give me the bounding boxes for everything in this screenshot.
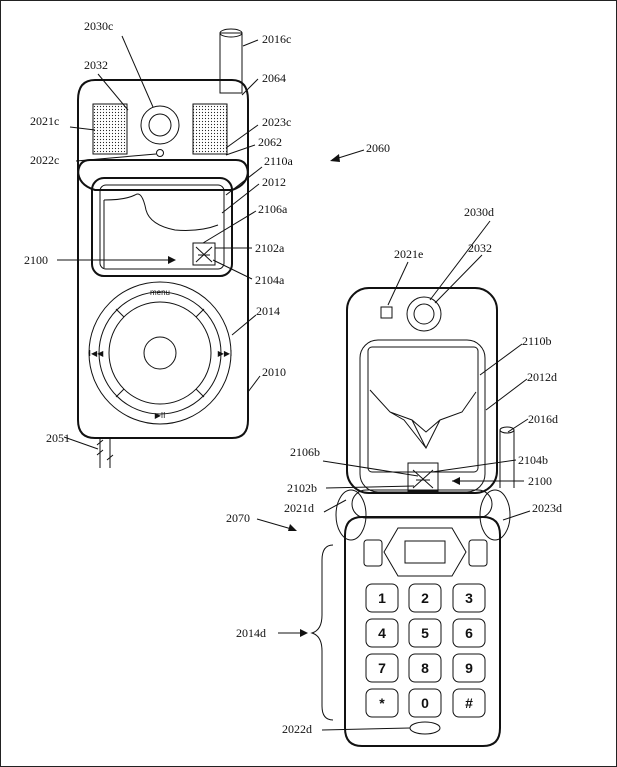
key-label: 9: [465, 660, 473, 676]
wheel-play-label: ▶II: [155, 411, 166, 420]
label-2021e: 2021e: [394, 247, 423, 261]
label-2106b: 2106b: [290, 445, 320, 459]
speaker-2021d: [335, 489, 367, 541]
display-bezel-2110b: [359, 339, 486, 493]
label-2070: 2070: [226, 511, 250, 525]
label-2022c: 2022c: [30, 153, 59, 167]
label-2010: 2010: [262, 365, 286, 379]
sensor-2021e: [380, 306, 393, 319]
key-label: 6: [465, 625, 473, 641]
label-2030c: 2030c: [84, 19, 113, 33]
device-2060: menu ▶II I◀◀ ▶▶I: [77, 28, 249, 468]
key-label: 2: [421, 590, 429, 606]
label-2032-bottom: 2032: [468, 241, 492, 255]
wheel-prev-label: I◀◀: [89, 349, 104, 358]
icon-2100b: [407, 462, 439, 492]
display-bezel: [91, 177, 233, 277]
label-2060: 2060: [366, 141, 390, 155]
cable-2051: [96, 438, 114, 468]
key-label: 5: [421, 625, 429, 641]
key-6[interactable]: [365, 653, 399, 683]
label-2016c: 2016c: [262, 32, 291, 46]
click-wheel-2014[interactable]: [88, 281, 232, 425]
key-label: 3: [465, 590, 473, 606]
label-2021d: 2021d: [284, 501, 314, 515]
key-label: 1: [378, 590, 386, 606]
soft-key-right[interactable]: [468, 539, 488, 567]
label-2023c: 2023c: [262, 115, 291, 129]
key-label: #: [465, 695, 473, 711]
main-housing-2010: [77, 159, 249, 439]
mic-2022d: [409, 721, 441, 735]
camera-2030c: [140, 105, 180, 145]
display-2012: [99, 184, 225, 270]
antenna-2016d: [499, 430, 515, 488]
label-2064: 2064: [262, 71, 286, 85]
key-4[interactable]: [408, 618, 442, 648]
key-8[interactable]: [452, 653, 486, 683]
flip-lid: [346, 287, 498, 494]
label-2100-bottom: 2100: [528, 474, 552, 488]
label-2022d: 2022d: [282, 722, 312, 736]
label-2014d: 2014d: [236, 626, 266, 640]
nav-pad[interactable]: [383, 527, 467, 577]
key-label: 0: [421, 695, 429, 711]
reference-labels: 2030c 2032 2016c 2064 2021c 2023c 2062 2…: [24, 19, 562, 736]
label-2110a: 2110a: [264, 154, 294, 168]
key-label: *: [379, 695, 385, 711]
leader-lines-left: [57, 35, 365, 450]
key-11[interactable]: [452, 688, 486, 718]
label-2023d: 2023d: [532, 501, 562, 515]
label-2110b: 2110b: [522, 334, 552, 348]
speaker-right: [192, 103, 228, 155]
soft-key-left[interactable]: [363, 539, 383, 567]
label-2104a: 2104a: [255, 273, 285, 287]
speaker-2023d: [479, 489, 511, 541]
key-2[interactable]: [452, 583, 486, 613]
hinge: [351, 489, 493, 519]
label-2051: 2051: [46, 431, 70, 445]
key-10[interactable]: [408, 688, 442, 718]
key-0[interactable]: [365, 583, 399, 613]
label-2021c: 2021c: [30, 114, 59, 128]
label-2102b: 2102b: [287, 481, 317, 495]
label-2032-top: 2032: [84, 58, 108, 72]
key-label: 7: [378, 660, 386, 676]
label-2062: 2062: [258, 135, 282, 149]
key-9[interactable]: [365, 688, 399, 718]
label-2106a: 2106a: [258, 202, 288, 216]
key-7[interactable]: [408, 653, 442, 683]
label-2104b: 2104b: [518, 453, 548, 467]
key-1[interactable]: [408, 583, 442, 613]
key-3[interactable]: [365, 618, 399, 648]
label-2014: 2014: [256, 304, 280, 318]
label-2016d: 2016d: [528, 412, 558, 426]
key-5[interactable]: [452, 618, 486, 648]
mic-2022c: [156, 149, 164, 157]
label-2012: 2012: [262, 175, 286, 189]
select-button[interactable]: [143, 336, 177, 370]
wheel-menu-label: menu: [150, 288, 170, 297]
camera-2030d: [406, 296, 442, 332]
antenna-2016c: [219, 32, 243, 94]
leader-lines-right: [256, 220, 531, 731]
keypad-base: [344, 516, 501, 747]
label-2100-top: 2100: [24, 253, 48, 267]
key-label: 4: [378, 625, 386, 641]
label-2012d: 2012d: [527, 370, 557, 384]
wheel-next-label: ▶▶I: [218, 349, 233, 358]
label-2030d: 2030d: [464, 205, 494, 219]
display-2012d: [367, 346, 479, 473]
device-2070: 1 2 3 4 5 6 7 8 9 * 0 #: [310, 287, 515, 747]
icon-2100a: [192, 242, 216, 266]
key-label: 8: [421, 660, 429, 676]
label-2102a: 2102a: [255, 241, 285, 255]
keypad-bracket: [310, 544, 334, 721]
speaker-left: [92, 103, 128, 155]
